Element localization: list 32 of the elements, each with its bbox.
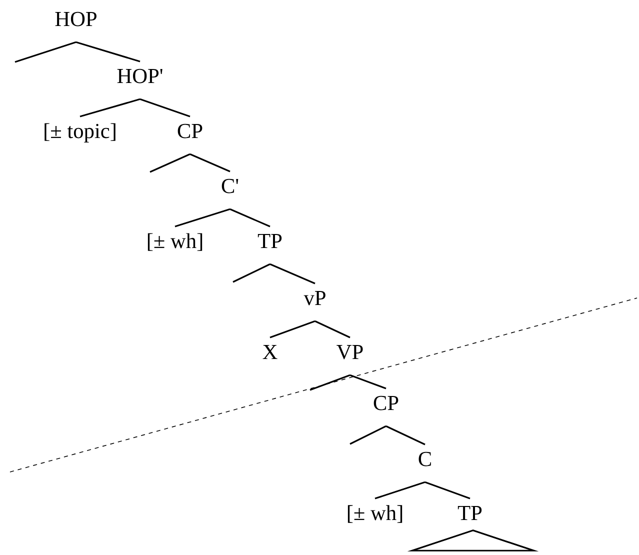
branch-line xyxy=(386,425,426,446)
branch-line xyxy=(310,374,350,391)
tree-label: [± wh] xyxy=(348,505,402,523)
tree-label: C xyxy=(418,452,431,466)
tree-label: [± topic] xyxy=(44,123,116,143)
branch-line xyxy=(190,153,230,172)
branch-line xyxy=(174,208,230,228)
tree-label: [± wh] xyxy=(148,233,202,251)
branch-line xyxy=(80,98,140,118)
tree-label: TP xyxy=(458,506,482,520)
branch-line xyxy=(140,98,190,118)
branch-line xyxy=(314,320,350,338)
tree-label: X xyxy=(262,345,278,359)
tree-label: vP xyxy=(304,291,326,306)
branch-line xyxy=(232,263,270,283)
branch-line xyxy=(230,208,270,228)
tree-label: HOP' xyxy=(117,68,162,84)
tree-label: C' xyxy=(222,178,238,194)
tree-label: CP xyxy=(374,396,398,410)
tree-label: VP xyxy=(336,345,363,360)
tree-label: CP xyxy=(178,124,202,138)
branch-line xyxy=(270,320,316,338)
branch-line xyxy=(350,425,386,445)
branch-line xyxy=(424,481,470,500)
tree-label: TP xyxy=(258,234,282,248)
branch-line xyxy=(350,374,386,390)
branch-line xyxy=(14,41,76,63)
branch-line xyxy=(270,263,316,284)
branch-line xyxy=(374,481,426,500)
branch-line xyxy=(76,41,140,62)
tree-label: HOP xyxy=(55,12,96,26)
branch-line xyxy=(150,153,190,173)
